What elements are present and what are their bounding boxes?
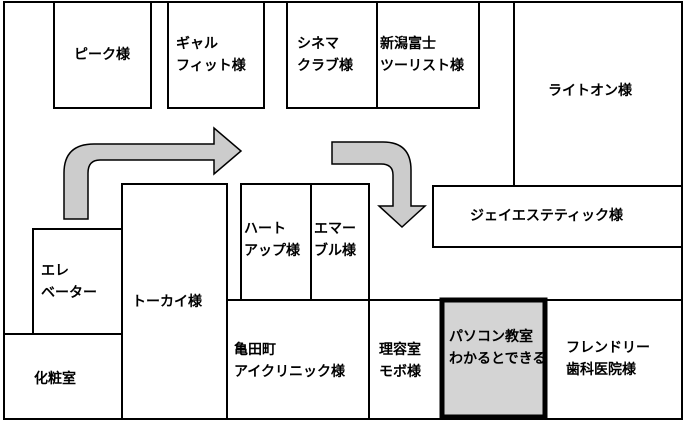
- label-kameda-aiclinic: 亀田町 アイクリニック様: [234, 342, 346, 380]
- room-gal-fit[interactable]: [167, 1, 265, 109]
- room-niigata-fuji-tourist[interactable]: [376, 1, 480, 109]
- label-pc-school: パソコン教室 わかるとできる: [449, 329, 547, 367]
- room-emar-bull[interactable]: [310, 183, 370, 301]
- label-tokai: トーカイ様: [132, 294, 202, 310]
- label-heart-up: ハート アップ様: [244, 221, 300, 259]
- label-powder-room: 化粧室: [34, 371, 76, 387]
- label-niigata-fuji-tourist: 新潟富士 ツーリスト様: [380, 36, 464, 74]
- label-peak: ピーク様: [74, 47, 130, 63]
- room-tokai[interactable]: [121, 183, 228, 420]
- label-emar-bull: エマー ブル様: [314, 221, 356, 259]
- room-heart-up[interactable]: [240, 183, 312, 301]
- label-barber-mobo: 理容室 モボ様: [379, 342, 421, 380]
- room-kameda-aiclinic[interactable]: [226, 299, 370, 420]
- label-elevator: エレ ベーター: [41, 263, 97, 301]
- curved-arrow-right-icon: [63, 126, 243, 220]
- curved-arrow-down-icon: [331, 141, 427, 229]
- label-jay-esthetic: ジェイエステティック様: [470, 208, 624, 224]
- room-peak[interactable]: [53, 1, 152, 109]
- room-friendly-dental[interactable]: [544, 299, 683, 420]
- room-jay-esthetic[interactable]: [432, 185, 683, 248]
- label-light-on: ライトオン様: [548, 83, 632, 99]
- label-cinema-club: シネマ クラブ様: [297, 36, 353, 74]
- label-friendly-dental: フレンドリー 歯科医院様: [566, 340, 650, 378]
- room-pc-school[interactable]: [439, 297, 548, 420]
- room-barber-mobo[interactable]: [368, 299, 442, 420]
- label-gal-fit: ギャル フィット様: [176, 36, 246, 74]
